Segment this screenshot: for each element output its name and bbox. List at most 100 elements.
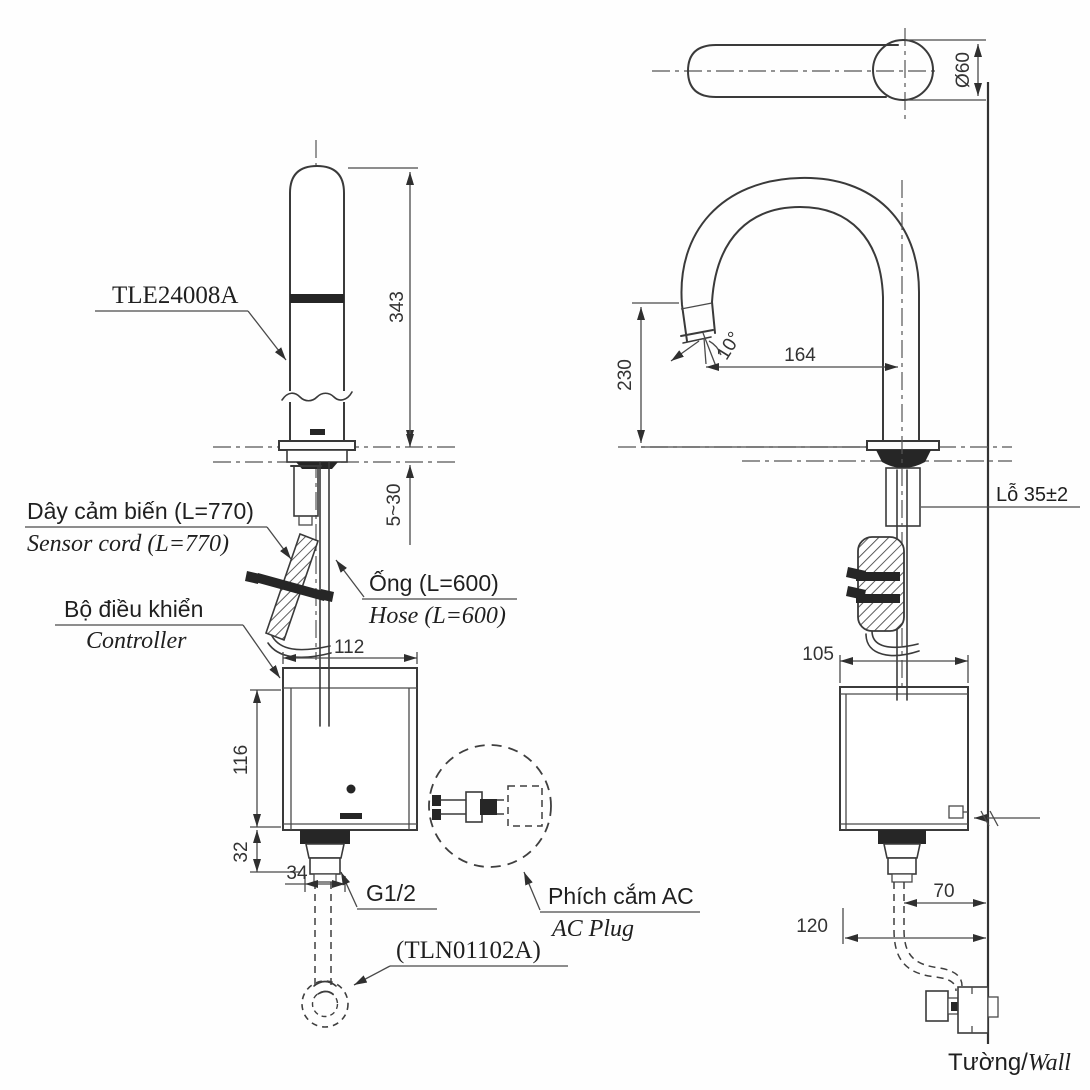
sensor-window xyxy=(290,294,344,303)
dim-spout-reach: 164 xyxy=(784,345,816,366)
ac-plug-body xyxy=(925,990,949,1022)
side-view: Ø60 10° 230 164 Lỗ 35±2 xyxy=(615,28,1080,1076)
break-line xyxy=(281,391,353,402)
dim-box-bottom: 32 xyxy=(231,841,252,862)
nozzle-joint xyxy=(680,302,713,310)
fitting-stub-side xyxy=(891,873,913,883)
box-led xyxy=(346,784,356,794)
wall-label: Tường/Wall xyxy=(948,1049,1071,1076)
sensor-cord-leader xyxy=(266,526,292,560)
fitting-nut xyxy=(309,857,341,875)
cord-tail-side-1 xyxy=(871,630,919,648)
cord-curve-dash-2 xyxy=(903,929,963,987)
fitting-band-side xyxy=(878,830,926,844)
escutcheon xyxy=(286,449,348,463)
dim-front-height: 343 xyxy=(387,291,408,323)
ac-plug-prongs xyxy=(951,1002,962,1011)
hose-label-vi: Ống (L=600) xyxy=(369,569,499,596)
wall-label-en: Wall xyxy=(1028,1050,1071,1076)
fitting-step-side xyxy=(883,843,921,859)
dim-box-width: 112 xyxy=(334,637,364,658)
dim-fitting-width: 34 xyxy=(286,863,308,884)
sensor-cord-label-en: Sensor cord (L=770) xyxy=(27,531,229,557)
fitting-stub xyxy=(313,873,337,883)
flange xyxy=(278,440,356,451)
gooseneck-inner xyxy=(710,205,884,442)
front-view: 343 5~30 112 116 32 34 TLE24008A Dây cảm… xyxy=(25,140,700,1028)
box-slot xyxy=(340,813,362,819)
dim-spout-angle: 10° xyxy=(713,328,746,363)
cord-connector xyxy=(255,573,327,601)
dim-box-to-wall: 120 xyxy=(796,916,828,937)
plug-prong-tip-2 xyxy=(432,809,441,820)
ac-exit-slash-2 xyxy=(989,810,999,827)
controller-code-leader xyxy=(353,965,391,986)
controller-code-label: (TLN01102A) xyxy=(396,937,541,964)
plug-head xyxy=(465,791,483,823)
controller-label-en: Controller xyxy=(86,628,187,654)
shank-front xyxy=(293,465,319,517)
cord-curve-dash-1 xyxy=(893,929,957,992)
controller-leader xyxy=(242,624,281,679)
dim-side-box-width: 105 xyxy=(802,644,834,665)
shank-side xyxy=(885,467,921,527)
thread-label: G1/2 xyxy=(366,880,416,906)
water-direction-arrow xyxy=(670,340,700,362)
dim-spout-height: 230 xyxy=(615,359,636,391)
ac-plug-leader xyxy=(523,871,541,911)
sensor-cord-bundle-side xyxy=(857,536,905,632)
shank-tail xyxy=(298,515,313,526)
fitting-band xyxy=(300,830,350,844)
cord-band-1 xyxy=(856,572,900,581)
flange-side xyxy=(866,440,940,451)
valve-detail-outer xyxy=(301,980,349,1028)
sensor-cord-label-vi: Dây cảm biến (L=770) xyxy=(27,498,254,524)
cord-tail-1 xyxy=(271,635,331,651)
hole-label: Lỗ 35±2 xyxy=(996,483,1068,506)
valve-top-arc xyxy=(313,980,337,987)
cord-tail-side-2 xyxy=(865,633,920,657)
box-side-bracket xyxy=(948,805,964,819)
controller-box-front xyxy=(282,667,418,831)
product-code-label: TLE24008A xyxy=(112,282,238,309)
cord-band-2 xyxy=(856,594,900,603)
ac-plug-label-en: AC Plug xyxy=(550,916,634,942)
body-mark xyxy=(310,429,325,435)
cord-clip-2 xyxy=(846,586,866,600)
controller-label-vi: Bộ điều khiển xyxy=(64,596,203,622)
thread-leader xyxy=(340,871,358,908)
plug-neck xyxy=(480,799,497,815)
locknut-side xyxy=(876,450,931,468)
wall-label-vi: Tường/ xyxy=(948,1049,1028,1076)
dim-deck-range: 5~30 xyxy=(384,484,405,527)
valve-detail-inner xyxy=(311,990,339,1018)
plug-prong-tip-1 xyxy=(432,795,441,806)
ext-164-l xyxy=(703,337,707,365)
cord-clip-1 xyxy=(846,567,866,581)
ac-plug-label-vi: Phích cắm AC xyxy=(548,883,694,909)
nozzle-bottom xyxy=(680,329,714,337)
ac-exit-slash-1 xyxy=(980,810,990,827)
nozzle-face xyxy=(682,336,712,344)
ac-detail-circle xyxy=(428,744,552,868)
product-leader xyxy=(247,310,287,361)
escutcheon-top-view xyxy=(872,39,934,101)
cord-connector-end-right xyxy=(319,589,334,602)
cord-connector-end-left xyxy=(245,571,260,584)
fitting-nut-side xyxy=(887,857,917,875)
spout-tube-cap xyxy=(686,44,717,98)
dim-cord-to-wall: 70 xyxy=(933,881,954,902)
dim-box-height: 116 xyxy=(231,745,252,775)
controller-box-side xyxy=(839,686,969,831)
dim-spout-diameter: Ø60 xyxy=(953,52,974,88)
plug-body-dashed xyxy=(507,785,543,827)
gooseneck-outer xyxy=(680,176,920,442)
angle-arc xyxy=(708,340,722,356)
hose-leader xyxy=(335,559,365,598)
hose-label-en: Hose (L=600) xyxy=(368,603,506,629)
faucet-body xyxy=(289,164,345,444)
wall-outlet xyxy=(957,986,989,1034)
fitting-step xyxy=(305,843,345,859)
